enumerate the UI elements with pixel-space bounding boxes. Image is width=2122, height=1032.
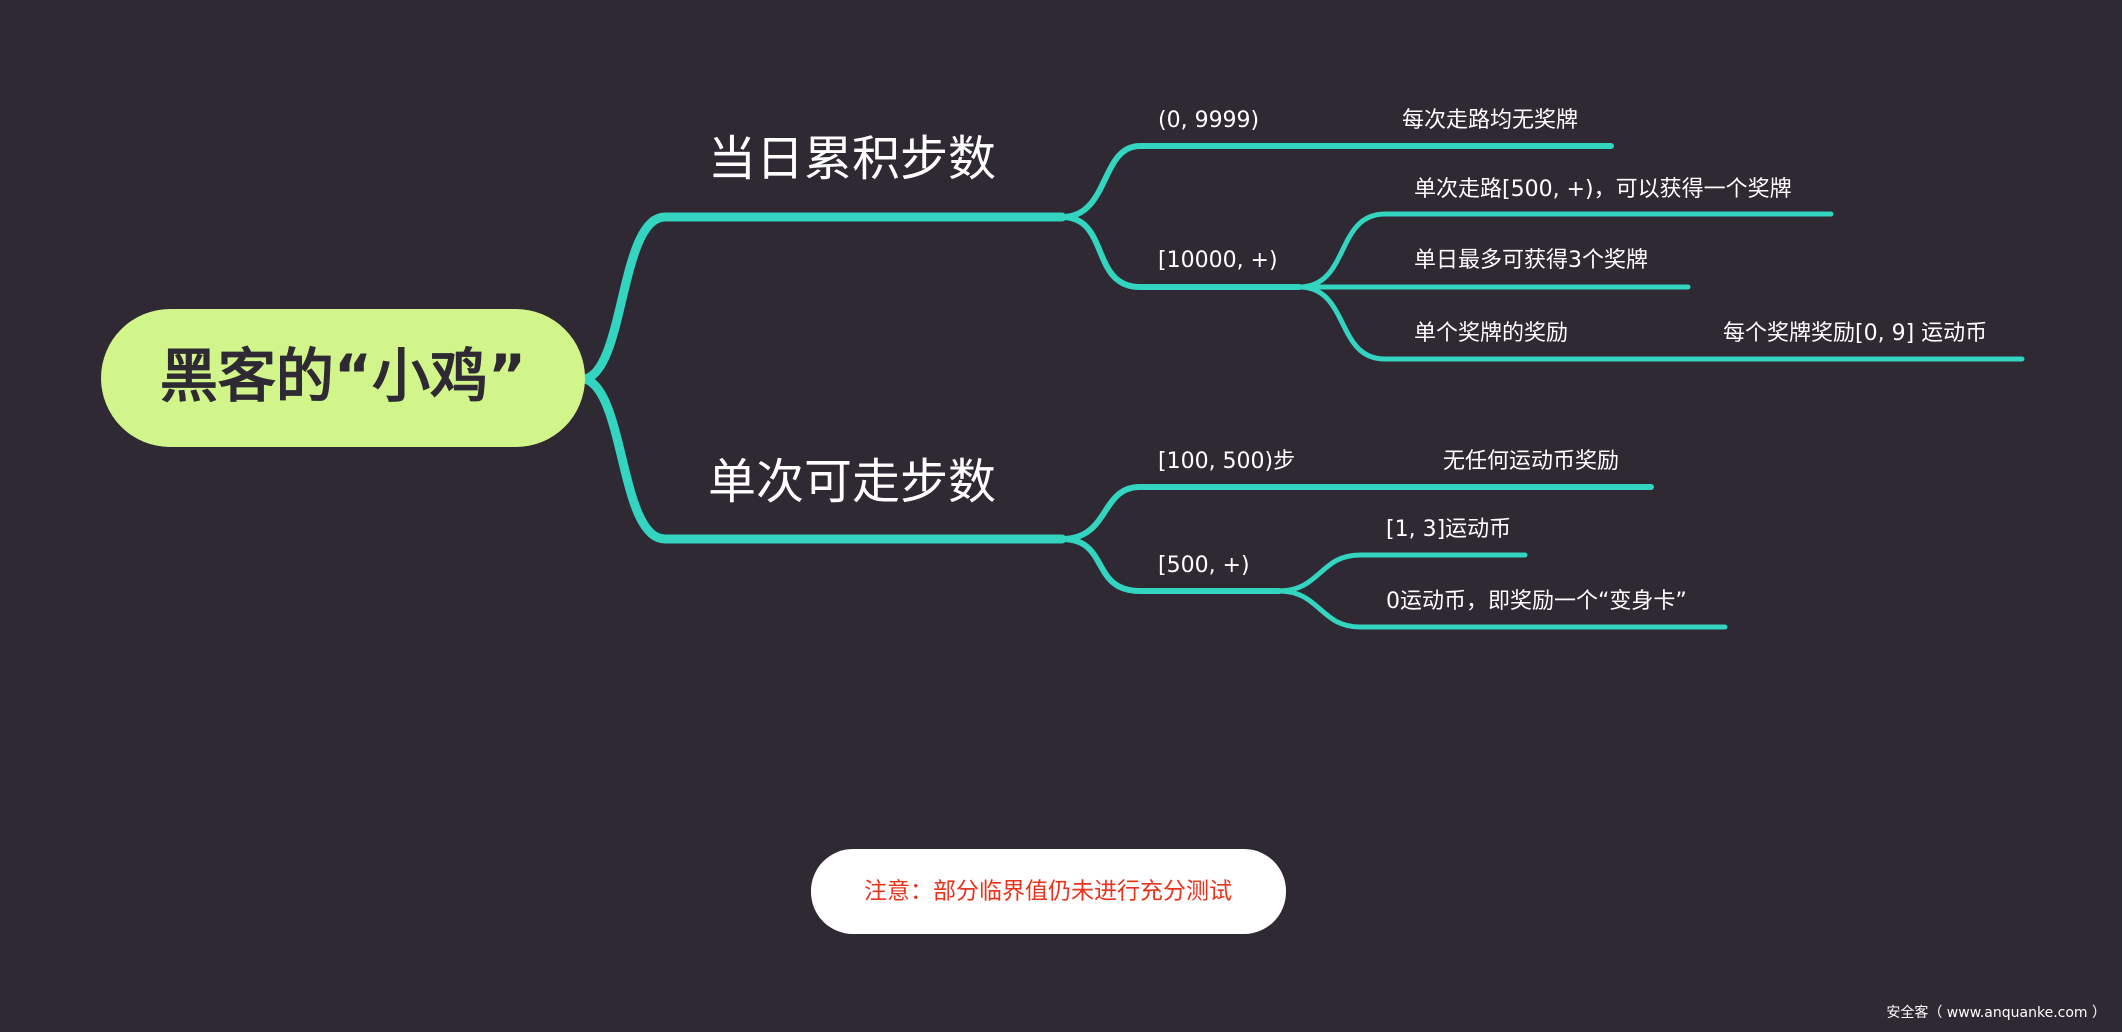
node-label[interactable]: 每次走路均无奖牌: [1402, 108, 1578, 133]
root-label: 黑客的“小鸡”: [160, 342, 526, 410]
node-label[interactable]: 无任何运动币奖励: [1443, 449, 1619, 474]
node-label[interactable]: (0, 9999): [1158, 108, 1259, 133]
branch-label[interactable]: 单次可走步数: [708, 454, 996, 510]
connector-b2-c2-g1: [1276, 552, 1528, 594]
node-label[interactable]: [1, 3]运动币: [1386, 517, 1511, 542]
node-label[interactable]: [100, 500)步: [1158, 449, 1295, 474]
watermark: 安全客（ www.anquanke.com ）: [1886, 1004, 2106, 1021]
connector-b1-c2-g1: [1296, 211, 1834, 290]
connector-root-branch2: [580, 374, 1067, 544]
branch-label[interactable]: 当日累积步数: [708, 131, 996, 187]
node-label[interactable]: 单日最多可获得3个奖牌: [1414, 248, 1648, 273]
connector-b2-c2: [1059, 536, 1282, 594]
node-label[interactable]: [10000, +): [1158, 248, 1278, 273]
connector-b2-c1: [1059, 484, 1654, 542]
connector-b2-c2-g2: [1276, 588, 1728, 630]
note-label: 注意：部分临界值仍未进行充分测试: [864, 879, 1232, 905]
connector-root-branch1: [580, 212, 1067, 384]
connector-b1-c2-g3: [1296, 284, 2025, 362]
note-box[interactable]: [811, 849, 1286, 934]
node-label[interactable]: 每个奖牌奖励[0, 9] 运动币: [1723, 321, 1987, 346]
node-label[interactable]: 单个奖牌的奖励: [1414, 321, 1568, 346]
root-node[interactable]: [101, 309, 585, 447]
node-label[interactable]: [500, +): [1158, 553, 1250, 578]
node-label[interactable]: 0运动币，即奖励一个“变身卡”: [1386, 589, 1687, 614]
node-label[interactable]: 单次走路[500, +)，可以获得一个奖牌: [1414, 177, 1792, 202]
connector-b1-c1: [1059, 143, 1614, 220]
connector-b1-c2: [1059, 214, 1302, 290]
